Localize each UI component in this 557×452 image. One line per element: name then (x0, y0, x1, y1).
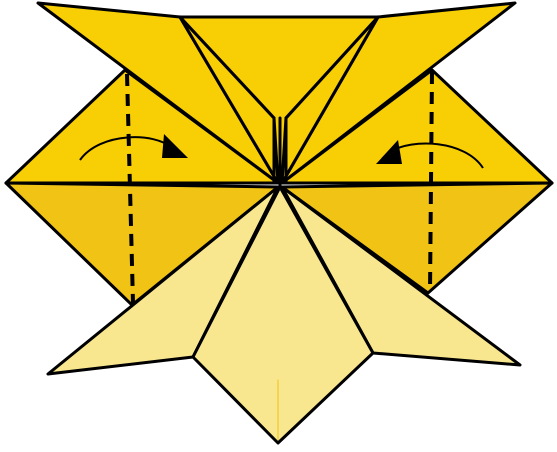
left-fold-arrow (79, 134, 188, 161)
right-fold-arrow (376, 140, 484, 169)
right-valley-fold-line (428, 71, 434, 293)
top-right-diagonal-crease (284, 15, 380, 120)
paper-model (4, 1, 554, 445)
top-left-diagonal-crease (178, 15, 276, 120)
left-valley-fold-line (125, 73, 135, 304)
arrow-head-right (162, 134, 188, 158)
arrow-head-left (376, 140, 402, 164)
bottom-center-front-point (191, 185, 375, 445)
